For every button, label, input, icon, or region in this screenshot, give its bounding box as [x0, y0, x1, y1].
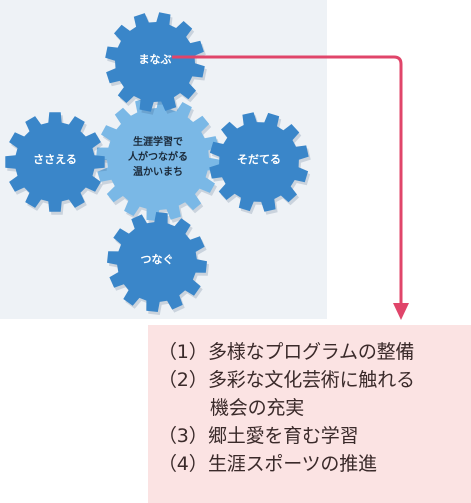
list-item: （1） 多様なプログラムの整備 — [148, 338, 471, 366]
list-item-number: （4） — [158, 453, 208, 475]
gear-body — [96, 97, 220, 221]
list-item: （2） 多彩な文化芸術に触れる 機会の充実 — [148, 366, 471, 422]
bottom-gear — [107, 212, 209, 315]
list-item: （4） 生涯スポーツの推進 — [148, 450, 471, 478]
gear-label-right: そだてる — [237, 153, 281, 166]
gear-body — [107, 212, 207, 312]
list-item-number: （1） — [158, 341, 208, 363]
list-item-text-continued: 機会の充実 — [210, 397, 305, 419]
gear-body — [209, 112, 309, 212]
center-gear — [96, 97, 222, 224]
left-gear — [5, 112, 107, 215]
connector-arrow — [172, 55, 409, 320]
gear-body — [105, 12, 205, 112]
gear-label-top: まなぶ — [139, 53, 172, 66]
gear-label-bottom: つなぐ — [141, 253, 174, 266]
center-label-line-2: 人がつながる — [128, 150, 188, 163]
list-item-text: 郷土愛を育む学習 — [208, 425, 359, 447]
center-label-line-1: 生涯学習で — [133, 135, 183, 148]
right-gear — [209, 112, 311, 215]
gear-label-left: ささえる — [33, 153, 77, 166]
list-item-text: 多彩な文化芸術に触れる — [208, 369, 415, 391]
center-label-line-3: 温かいまち — [133, 165, 183, 178]
list-item: （3） 郷土愛を育む学習 — [148, 422, 471, 450]
list-item-text: 生涯スポーツの推進 — [208, 453, 377, 475]
list-item-text: 多様なプログラムの整備 — [208, 341, 415, 363]
top-gear — [105, 12, 207, 115]
measures-list: （1） 多様なプログラムの整備 （2） 多彩な文化芸術に触れる 機会の充実 （3… — [148, 325, 471, 503]
gear-body — [5, 112, 105, 212]
list-item-number: （2） — [158, 369, 208, 391]
list-item-number: （3） — [158, 425, 208, 447]
